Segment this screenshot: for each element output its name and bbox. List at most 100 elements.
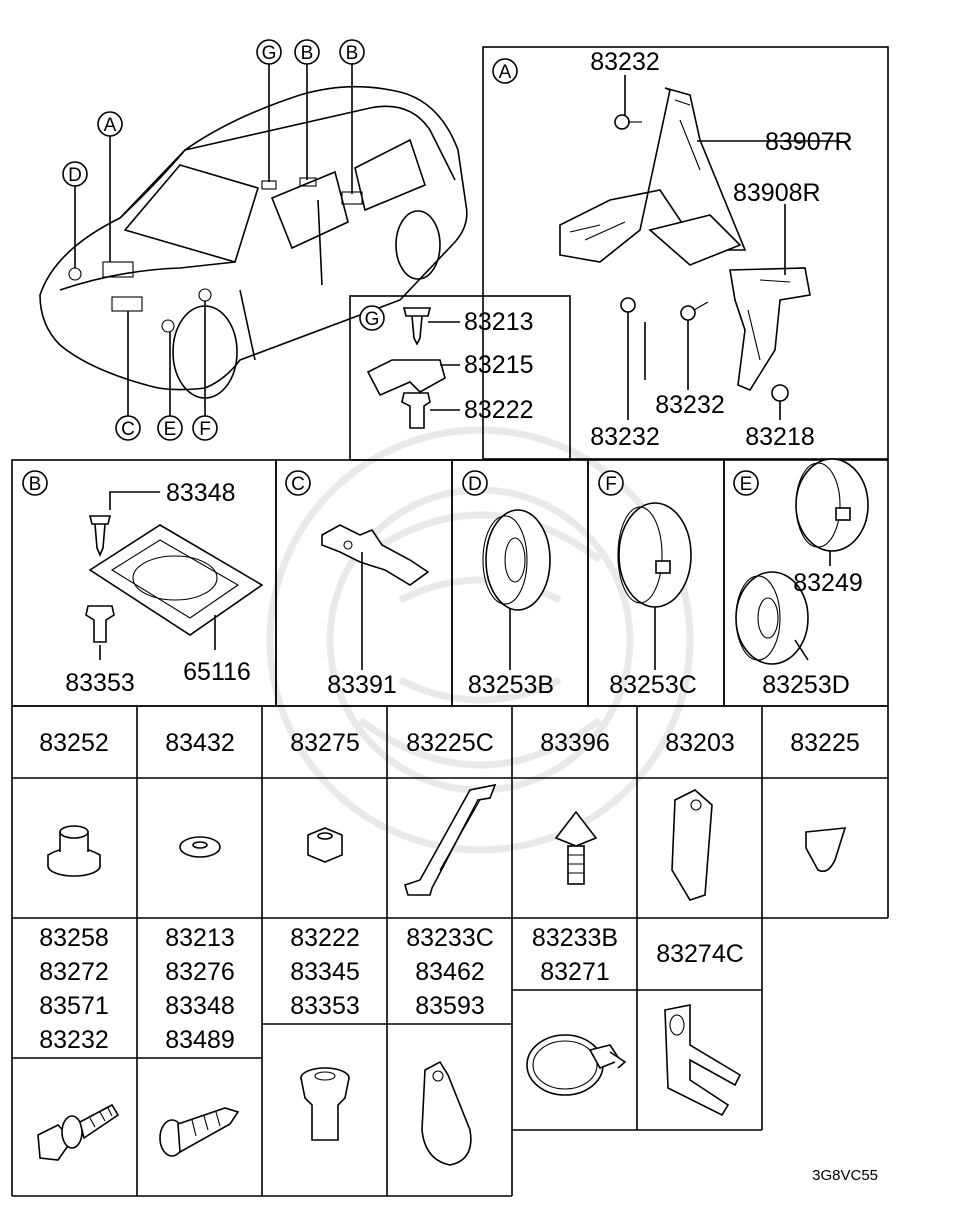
panel-a-label-83232-mid: 83232 [655, 391, 725, 419]
part-marker-a [102, 261, 134, 278]
clip-83353 [85, 605, 115, 643]
table2-header-col3-line2: 83345 [290, 958, 360, 986]
panel-c-label-83391: 83391 [327, 671, 397, 699]
vehicle-door-line [239, 199, 323, 361]
table2-header-col1-line4: 83232 [39, 1026, 109, 1054]
table2-header-col3-line1: 83222 [290, 924, 360, 952]
table-header-83275: 83275 [290, 729, 360, 757]
callout-b-1: B [301, 43, 314, 64]
panel-f-label-83253c: 83253C [609, 671, 697, 699]
vehicle-hood-line [59, 261, 236, 291]
panel-a-label-83907r: 83907R [765, 128, 853, 156]
part-marker-f [198, 288, 212, 302]
vehicle-overview [39, 64, 468, 416]
part-83274c-clamp [664, 1004, 742, 1117]
table2-header-col4-line1: 83233C [406, 924, 494, 952]
panel-e-label-83249: 83249 [793, 569, 863, 597]
part-83258-bolt [37, 1103, 120, 1161]
panel-b-letter: B [29, 474, 42, 495]
bracket-83908r [729, 267, 811, 391]
table2-header-col4-line3: 83593 [415, 992, 485, 1020]
panel-b-label-65116: 65116 [183, 658, 251, 686]
panel-a-label-83908r: 83908R [733, 179, 821, 207]
panel-e-letter: E [740, 474, 753, 495]
table2-header-col6-line1: 83274C [656, 940, 744, 968]
part-83396-bolt [554, 810, 598, 885]
panel-d-label-83253b: 83253B [468, 671, 554, 699]
part-83233b-tie [526, 1034, 627, 1096]
bolt-83232-top [614, 114, 630, 130]
bracket-83391 [321, 524, 430, 586]
part-83432-washer [179, 836, 221, 858]
table2-header-col1-line1: 83258 [39, 924, 109, 952]
diagram-code: 3G8VC55 [812, 1167, 878, 1184]
part-marker-c [111, 296, 143, 312]
grommet-83253c [618, 502, 692, 608]
table2-header-col1-line3: 83571 [39, 992, 109, 1020]
overview-callouts: G B B A D C E F [62, 39, 365, 441]
table2-header-col5-line2: 83271 [540, 958, 610, 986]
table2-header-col2-line2: 83276 [165, 958, 235, 986]
table-header-83396: 83396 [540, 729, 610, 757]
part-83252-nut [47, 825, 101, 877]
vehicle-rear-wheel [395, 210, 441, 280]
table2-header-col2-line1: 83213 [165, 924, 235, 952]
panel-g: G 83213 83215 83222 [349, 295, 571, 461]
vehicle-side-window-1 [270, 170, 349, 250]
table2-header-col3-line3: 83353 [290, 992, 360, 1020]
clip-83222 [401, 392, 431, 429]
callout-f: F [199, 419, 211, 440]
part-83203-clamp [671, 789, 713, 901]
panel-f-letter: F [605, 474, 617, 495]
part-83225c-bracket [404, 783, 497, 896]
table-header-83432: 83432 [165, 729, 235, 757]
callout-d: D [68, 165, 82, 186]
bracket-inner [648, 214, 742, 266]
table-row-1: 83252 83432 83275 83225C 83396 83203 832… [11, 705, 889, 919]
vehicle-side-window-2 [354, 138, 426, 212]
panel-g-letter: G [365, 309, 380, 330]
panel-e: E 83249 83253D [723, 458, 889, 707]
part-marker-b1 [299, 177, 317, 187]
panel-e-label-83253d: 83253D [762, 671, 850, 699]
vehicle-roof-line [119, 105, 456, 219]
screw-83348 [88, 515, 112, 558]
clip-83215 [366, 359, 446, 397]
panel-c: C 83391 [275, 459, 453, 707]
callout-e: E [164, 419, 177, 440]
part-marker-g [261, 180, 277, 190]
part-83213-screw [159, 1107, 240, 1157]
callout-c: C [121, 419, 135, 440]
table2-header-col5-line1: 83233B [532, 924, 618, 952]
panel-c-letter: C [291, 474, 305, 495]
callout-g: G [262, 43, 277, 64]
panel-g-label-83213: 83213 [464, 308, 534, 336]
vehicle-windshield [123, 164, 260, 263]
screw-83213 [402, 307, 432, 346]
table-row-2: 83258 83272 83571 83232 83213 83276 8334… [11, 918, 763, 1197]
part-marker-d [68, 267, 82, 281]
table2-header-col2-line3: 83348 [165, 992, 235, 1020]
table-header-83252: 83252 [39, 729, 109, 757]
panel-a-label-83232-top: 83232 [590, 48, 660, 76]
panel-a: A 83232 83907R 83908R 83232 83232 83218 [482, 46, 889, 460]
grommet-83253b [485, 509, 551, 611]
part-marker-e [161, 319, 175, 333]
table2-header-col1-line2: 83272 [39, 958, 109, 986]
panel-d-letter: D [468, 474, 482, 495]
table-header-83225c: 83225C [406, 729, 494, 757]
part-83275-nut [307, 827, 343, 863]
panel-g-label-83215: 83215 [464, 351, 534, 379]
table-header-83203: 83203 [665, 729, 735, 757]
panel-g-label-83222: 83222 [464, 396, 534, 424]
bolt-83218 [771, 384, 789, 402]
part-83222-clip [300, 1067, 350, 1141]
callout-b-2: B [346, 43, 359, 64]
bolt-83232-mid [680, 305, 696, 321]
panel-b-label-83348: 83348 [166, 479, 236, 507]
panel-b: B 83348 83353 65116 [11, 459, 277, 707]
part-83225-clip [805, 827, 847, 873]
panel-f: F 83253C [587, 459, 725, 707]
bolt-83232-left [620, 297, 636, 313]
